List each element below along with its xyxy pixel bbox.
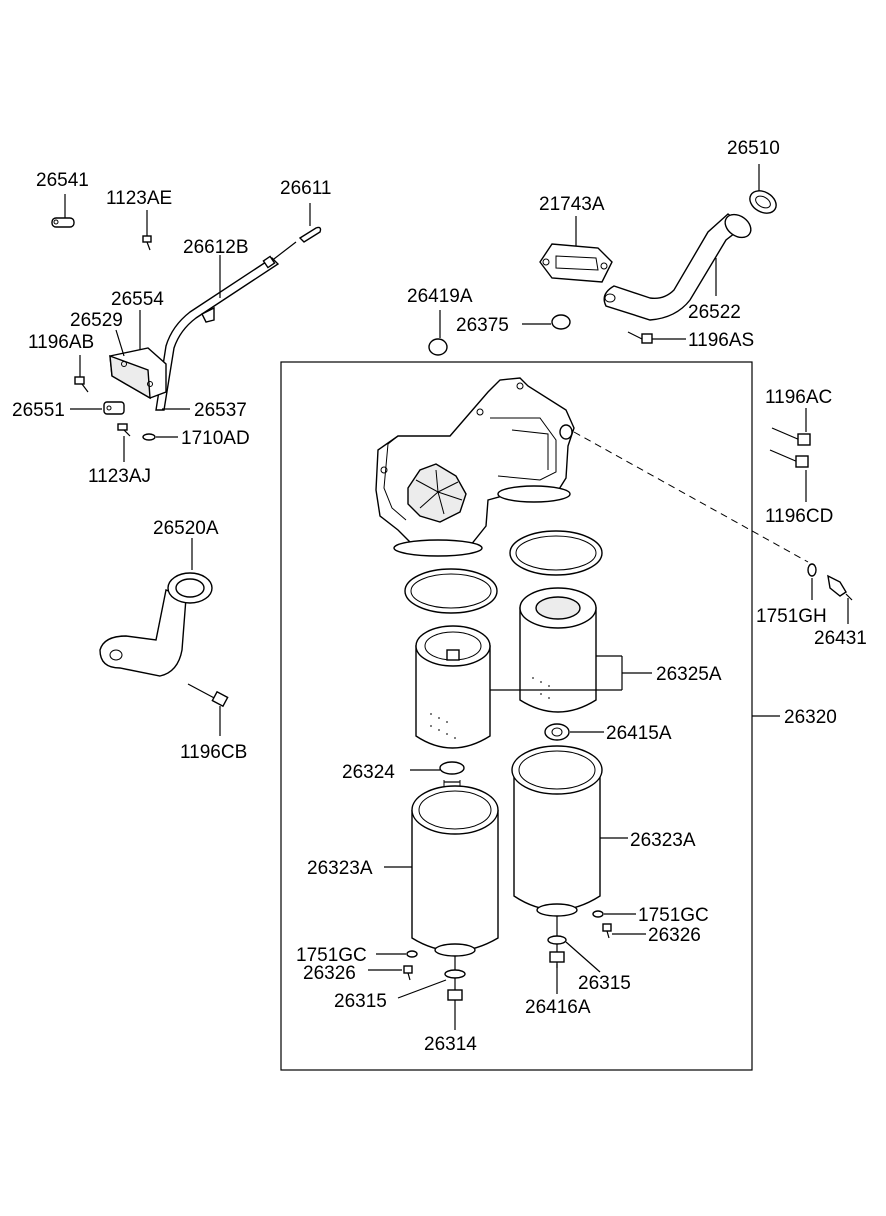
part-oring-right [509,530,603,576]
label-1123AJ: 1123AJ [88,466,151,487]
part-washer-26415A [544,723,604,741]
label-1751GC-right: 1751GC [638,905,709,926]
label-26554: 26554 [111,289,164,310]
label-26314: 26314 [424,1034,477,1055]
part-bolt-26326-left [368,965,413,981]
label-26431: 26431 [814,628,867,649]
label-26326-left: 26326 [303,963,356,984]
part-washer-26324 [410,761,465,775]
label-26529: 26529 [70,310,123,331]
label-26315-right: 26315 [578,973,631,994]
label-26537: 26537 [194,400,247,421]
part-clamp-26551 [70,401,125,415]
part-filler-cap-26510 [749,164,777,214]
label-26323A-right: 26323A [630,830,696,851]
label-1123AE: 1123AE [106,188,172,209]
part-bolt-1196AC [771,408,811,446]
part-oring-1710AD [142,433,178,441]
label-26315-left: 26315 [334,991,387,1012]
part-drain-bolt-left [397,956,466,1030]
part-bolt-1196AB [74,355,89,393]
part-bracket-26554 [109,310,167,400]
part-gasket-21743A [539,216,613,283]
label-26325A: 26325A [656,664,722,685]
dashed-leader-sensor [573,431,809,563]
label-1196AS: 1196AS [688,330,754,351]
part-washer-1751GH [807,563,817,600]
part-oring-26375 [522,314,571,330]
label-26541: 26541 [36,170,89,191]
part-drain-bolt-right [547,916,601,994]
part-bolt-1123AJ [117,423,131,462]
label-26324: 26324 [342,762,395,783]
part-bolt-1196CD [769,449,809,502]
label-26551: 26551 [12,400,65,421]
label-26419A: 26419A [407,286,473,307]
part-bolt-1123AE [142,210,152,251]
part-washer-1751GC-left [376,950,418,958]
label-26415A: 26415A [606,723,672,744]
label-26323A-left: 26323A [307,858,373,879]
label-26326-right: 26326 [648,925,701,946]
label-26416A: 26416A [525,997,591,1018]
part-oring-left [404,568,498,614]
part-filter-bowl-right-26323A [511,745,628,917]
part-filter-element-right-26325A [519,587,597,713]
label-1196AC: 1196AC [765,387,832,408]
label-21743A: 21743A [539,194,605,215]
label-26320: 26320 [784,707,837,728]
leader-26325A [490,655,652,691]
part-filter-bowl-left-26323A [384,785,499,957]
part-filler-pipe-26520A [99,538,213,677]
label-26375: 26375 [456,315,509,336]
part-oring-26419A [428,310,448,356]
part-filter-housing [375,377,575,557]
part-dipstick-tube-26612B [155,255,280,411]
label-1751GC-left: 1751GC [296,945,367,966]
label-26611: 26611 [280,178,331,199]
label-1196CD: 1196CD [765,506,833,527]
label-1751GH: 1751GH [756,606,827,627]
part-filter-element-left-26325A [415,625,491,749]
part-clip-26541 [51,194,75,228]
part-bolt-26326-right [602,923,646,939]
part-washer-1751GC-right [592,910,636,918]
label-26510: 26510 [727,138,780,159]
label-1710AD: 1710AD [181,428,250,449]
label-26520A: 26520A [153,518,219,539]
part-filler-pipe-26522 [603,213,752,321]
label-26612B: 26612B [183,237,249,258]
part-sensor-26431 [827,574,853,624]
part-bolt-1196AS [627,331,686,344]
label-26522: 26522 [688,302,741,323]
label-1196AB: 1196AB [28,332,94,353]
part-dipstick-handle-26611 [269,203,322,263]
part-bolt-1196CB [187,683,229,736]
label-1196CB: 1196CB [180,742,247,763]
